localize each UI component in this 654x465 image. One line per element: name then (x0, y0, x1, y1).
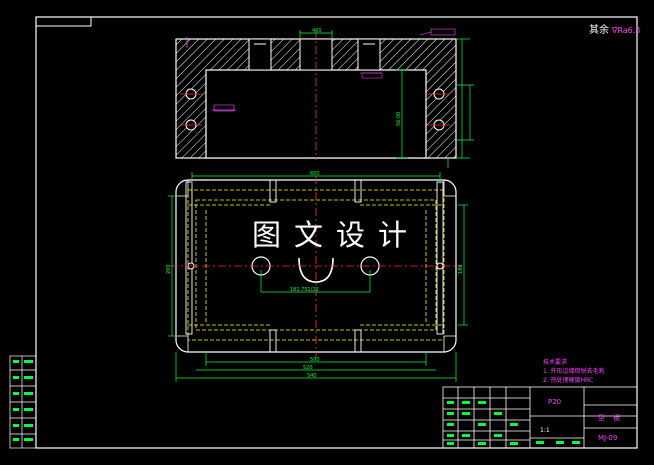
part-name-cell: 型 板 (598, 414, 624, 422)
title-block-marks (447, 401, 580, 445)
dim-bottom-right-height: 180 (458, 264, 464, 274)
title-block (442, 386, 638, 449)
bottom-plan-view (170, 176, 462, 358)
roughness-symbol: ∇Ra6.3 (612, 26, 641, 35)
dim-bottom-left-height: 200 (166, 264, 172, 274)
border-tab (36, 17, 92, 27)
general-roughness-label: 其余∇Ra6.3 (589, 21, 640, 36)
revision-strip-marks (13, 360, 33, 441)
dim-bottom-width-2: 520 (303, 365, 313, 371)
general-roughness-text: 其余 (589, 25, 609, 36)
scale-cell: 1:1 (540, 427, 550, 434)
dim-bottom-width-3: 540 (307, 373, 317, 379)
dim-bottom-width-1: 500 (310, 357, 320, 363)
revision-strip (9, 355, 37, 449)
drawing-number-cell: MJ-09 (598, 434, 618, 442)
dim-top-width: 400 (312, 28, 322, 34)
dim-bottom-total-width: 600 (310, 171, 320, 177)
top-view-dimensions (299, 30, 474, 168)
technical-requirements: 技术要求 1. 外形边缘倒锐去毛刺 2. 热处理硬度HRC (543, 358, 605, 385)
watermark-text: 图文设计 (252, 218, 421, 252)
tech-note-1: 1. 外形边缘倒锐去毛刺 (543, 368, 605, 375)
dim-bottom-center-span: 181.751/22 (290, 287, 319, 293)
drawing-border (35, 16, 638, 449)
tech-notes-title: 技术要求 (543, 359, 568, 366)
tech-note-2: 2. 热处理硬度HRC (543, 377, 594, 384)
bottom-view-dimensions (168, 172, 468, 382)
dim-top-right-height: 56.00 (396, 112, 402, 126)
top-section-view (175, 28, 457, 160)
material-cell: P20 (548, 398, 562, 406)
